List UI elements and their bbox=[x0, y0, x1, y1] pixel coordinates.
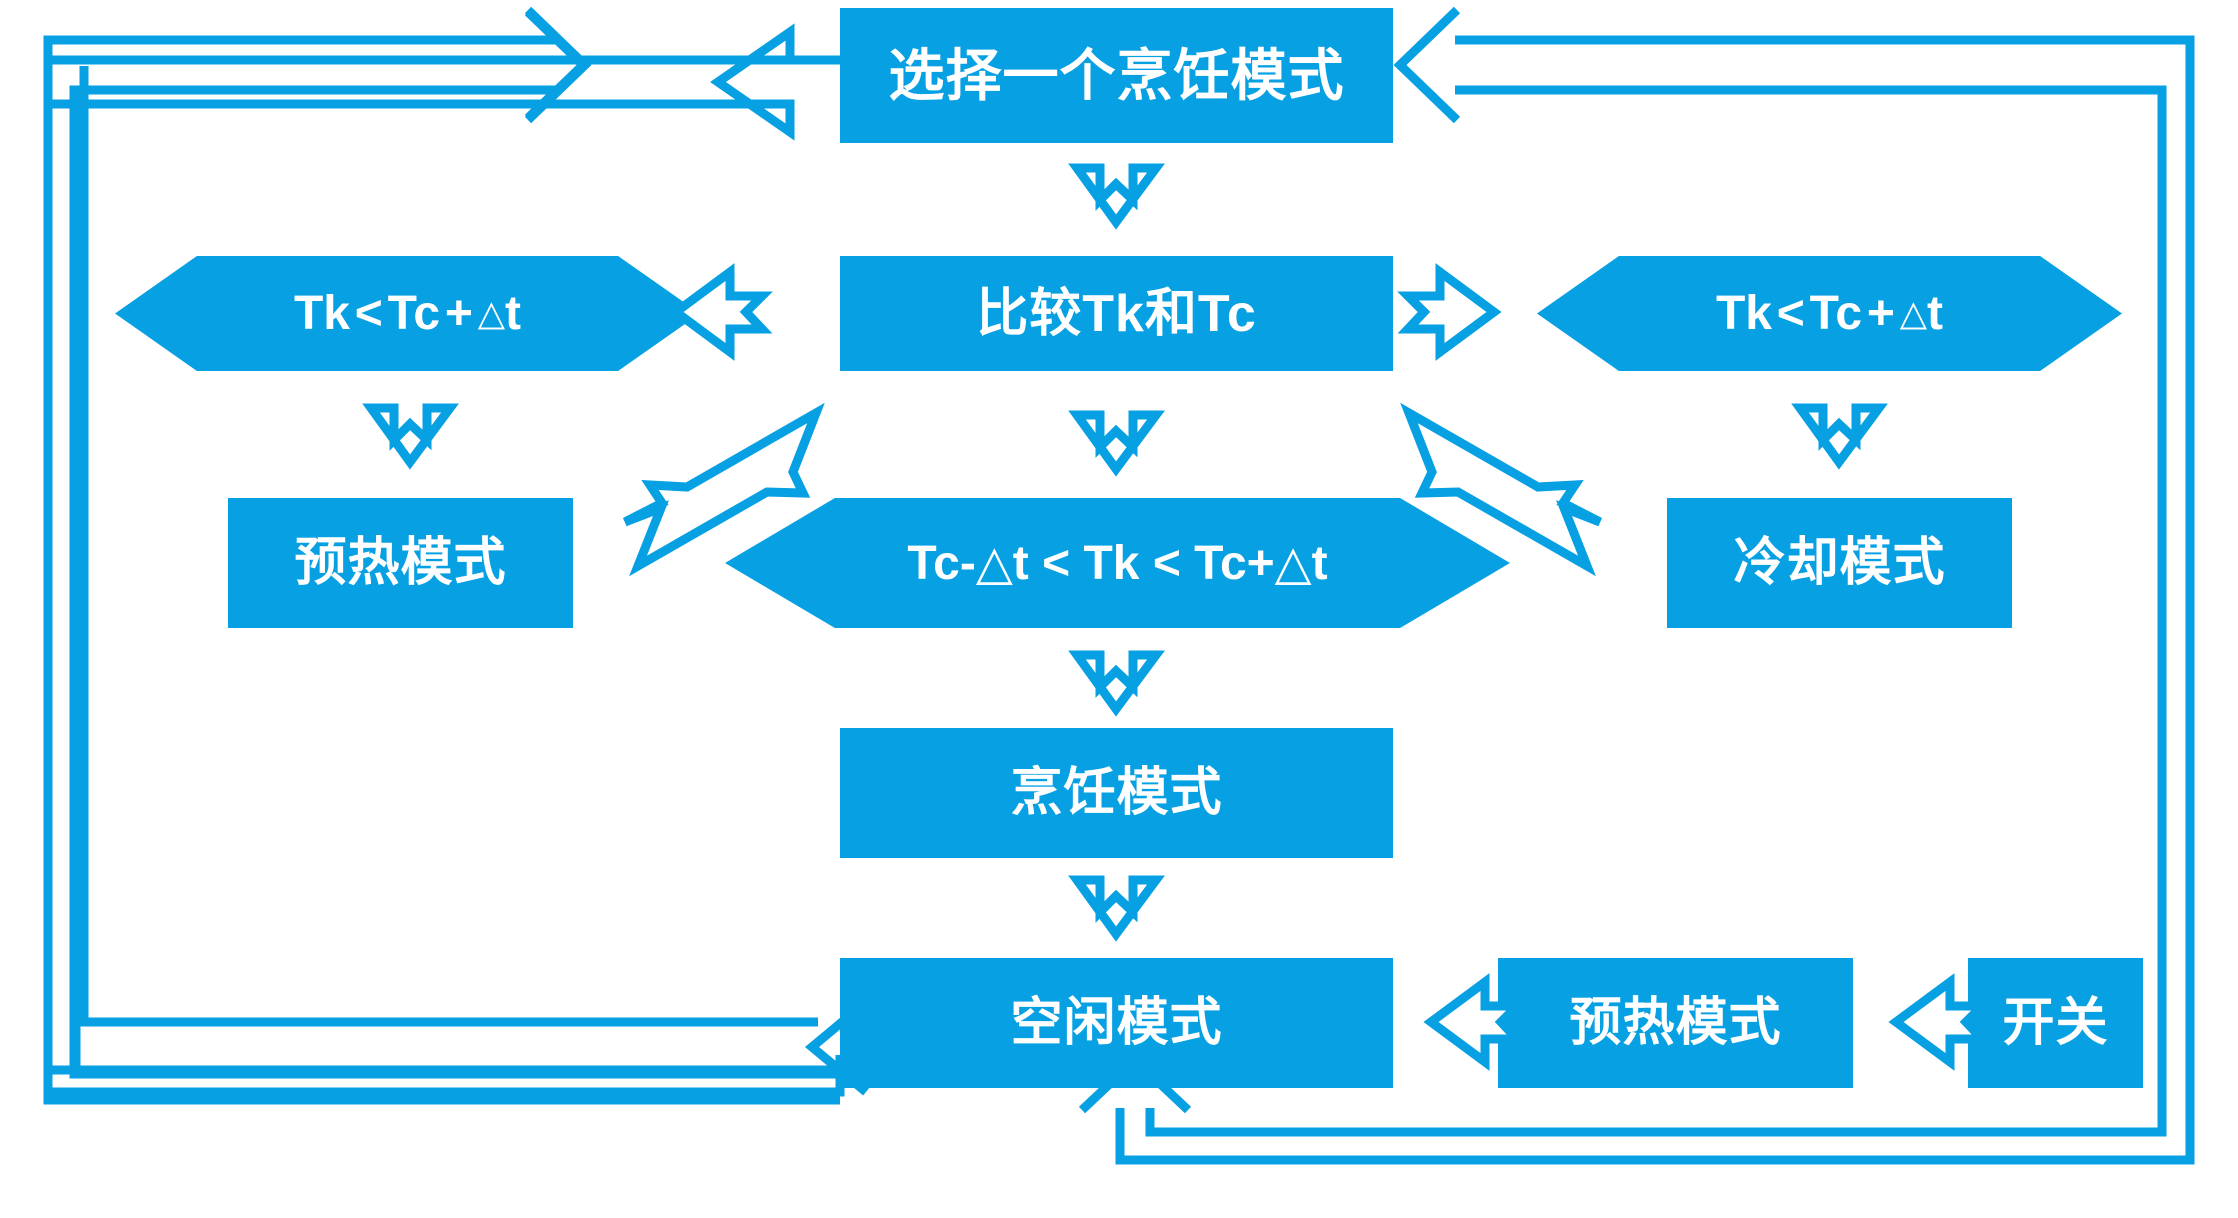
arrow-down-cond-left-to-preheat-icon bbox=[362, 403, 459, 470]
node-preheat-left-label: 预热模式 bbox=[294, 534, 507, 592]
node-preheat-bottom-label: 预热模式 bbox=[1569, 994, 1782, 1052]
node-cond-center-label: Tc-△t < Tk < Tc+△t bbox=[725, 498, 1510, 628]
arrow-down-cond-right-to-cooling-icon bbox=[1791, 403, 1888, 470]
node-cond-right-shape bbox=[1537, 256, 2122, 371]
cond-left-op1: < bbox=[354, 287, 383, 340]
node-cond-center[interactable]: Tc-△t < Tk < Tc+△t bbox=[725, 498, 1510, 628]
node-idle-label: 空闲模式 bbox=[1010, 994, 1223, 1052]
cond-left-t: t bbox=[505, 287, 522, 340]
node-cooling-right[interactable]: 冷却模式 bbox=[1667, 498, 2012, 628]
arrow-up-right-center-to-compare-icon bbox=[622, 402, 825, 577]
cond-right-rhs: Tc bbox=[1809, 287, 1863, 340]
cond-right-t: t bbox=[1927, 287, 1944, 340]
cond-center-text: Tc-△t < Tk < Tc+△t bbox=[907, 537, 1328, 590]
node-switch-label: 开关 bbox=[2002, 994, 2109, 1052]
arrow-left-compare-to-cond-left-icon bbox=[668, 263, 773, 361]
arrow-right-into-select-icon bbox=[524, 6, 592, 124]
node-cooking-label: 烹饪模式 bbox=[1010, 764, 1223, 822]
cond-left-rhs: Tc bbox=[387, 287, 441, 340]
arrow-left-switch-to-preheat-icon bbox=[1888, 973, 1993, 1071]
node-select-mode[interactable]: 选择一个烹饪模式 bbox=[840, 8, 1393, 143]
node-idle[interactable]: 空闲模式 bbox=[840, 958, 1393, 1088]
node-cond-left[interactable]: Tk<Tc+△t bbox=[115, 256, 700, 371]
node-cond-right-label: Tk<Tc+△t bbox=[1537, 256, 2122, 371]
node-switch[interactable]: 开关 bbox=[1968, 958, 2143, 1088]
arrow-left-preheat-to-idle-icon bbox=[1423, 973, 1528, 1071]
cond-right-op2: + bbox=[1866, 287, 1895, 340]
loop-left-outer bbox=[43, 35, 840, 1105]
cond-right-lhs: Tk bbox=[1715, 287, 1772, 340]
arrow-down-cooking-to-idle-icon bbox=[1068, 875, 1165, 942]
cond-left-op2: + bbox=[444, 287, 473, 340]
node-cond-center-shape bbox=[725, 498, 1510, 628]
cond-right-op1: < bbox=[1776, 287, 1805, 340]
node-cond-left-label: Tk<Tc+△t bbox=[115, 256, 700, 371]
arrow-right-compare-to-cond-right-icon bbox=[1397, 263, 1502, 361]
cond-left-lhs: Tk bbox=[293, 287, 350, 340]
node-compare[interactable]: 比较Tk和Tc bbox=[840, 256, 1393, 371]
node-preheat-left[interactable]: 预热模式 bbox=[228, 498, 573, 628]
arrow-up-left-center-to-compare-icon bbox=[1400, 402, 1603, 577]
node-cooking[interactable]: 烹饪模式 bbox=[840, 728, 1393, 858]
left-inner-loop-ribbon bbox=[79, 66, 818, 1027]
arrow-down-center-to-cooking-icon bbox=[1068, 650, 1165, 717]
node-select-mode-label: 选择一个烹饪模式 bbox=[888, 43, 1345, 107]
loop-right-outer bbox=[1115, 35, 2195, 1165]
node-cond-left-shape bbox=[115, 256, 700, 371]
delta-icon: △ bbox=[477, 293, 506, 333]
arrow-down-compare-to-center-icon bbox=[1068, 410, 1165, 477]
arrow-down-select-to-compare-icon bbox=[1068, 163, 1165, 230]
delta-icon: △ bbox=[1899, 293, 1928, 333]
node-compare-label: 比较Tk和Tc bbox=[976, 284, 1257, 343]
node-cooling-right-label: 冷却模式 bbox=[1733, 534, 1946, 592]
arrow-left-into-select-icon bbox=[1393, 6, 1461, 124]
node-cond-right[interactable]: Tk<Tc+△t bbox=[1537, 256, 2122, 371]
node-preheat-bottom[interactable]: 预热模式 bbox=[1498, 958, 1853, 1088]
